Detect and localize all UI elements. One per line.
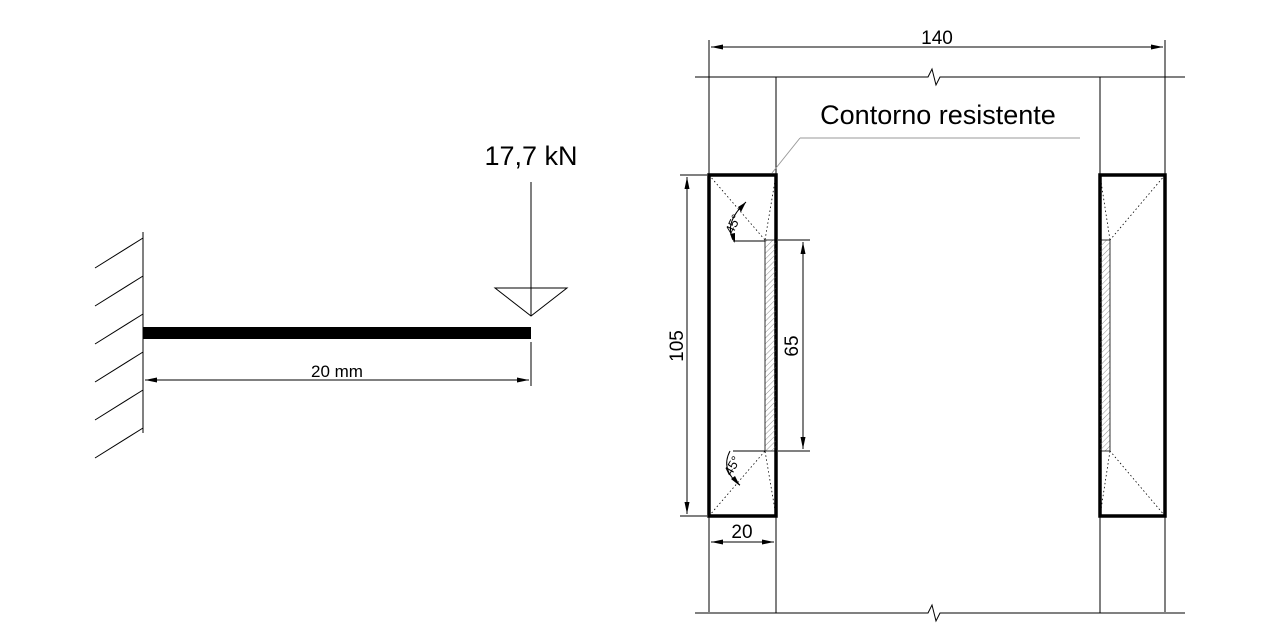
- angle-arc-bottom: [726, 450, 765, 486]
- span-dimension: [145, 342, 532, 386]
- cantilever-beam: [143, 327, 531, 339]
- base-width-dimension: [711, 539, 774, 545]
- angle-label-top: 45°: [722, 212, 744, 236]
- left-weld-seam: [764, 239, 777, 452]
- contour-label: Contorno resistente: [820, 100, 1056, 130]
- contour-leader: [771, 137, 1080, 174]
- right-weld-seam: [1099, 239, 1111, 452]
- load-label: 17,7 kN: [484, 141, 577, 171]
- height-label: 105: [667, 330, 688, 362]
- height-dimension: [680, 174, 707, 517]
- weld-figure: 140 Contorno: [667, 28, 1185, 623]
- break-line-top: [695, 67, 1185, 87]
- cantilever-figure: 17,7 kN 20 mm: [94, 141, 578, 459]
- load-arrow: [493, 182, 569, 317]
- angle-arc-top: [729, 201, 765, 243]
- base-width-label: 20: [731, 522, 752, 543]
- weld-length-label: 65: [782, 335, 803, 356]
- span-label: 20 mm: [311, 362, 363, 381]
- angle-label-bottom: 45°: [721, 453, 744, 478]
- width-label: 140: [921, 28, 953, 49]
- break-line-bottom: [695, 603, 1185, 623]
- weld-length-dimension: [778, 239, 810, 452]
- wall-hatching: [94, 237, 144, 459]
